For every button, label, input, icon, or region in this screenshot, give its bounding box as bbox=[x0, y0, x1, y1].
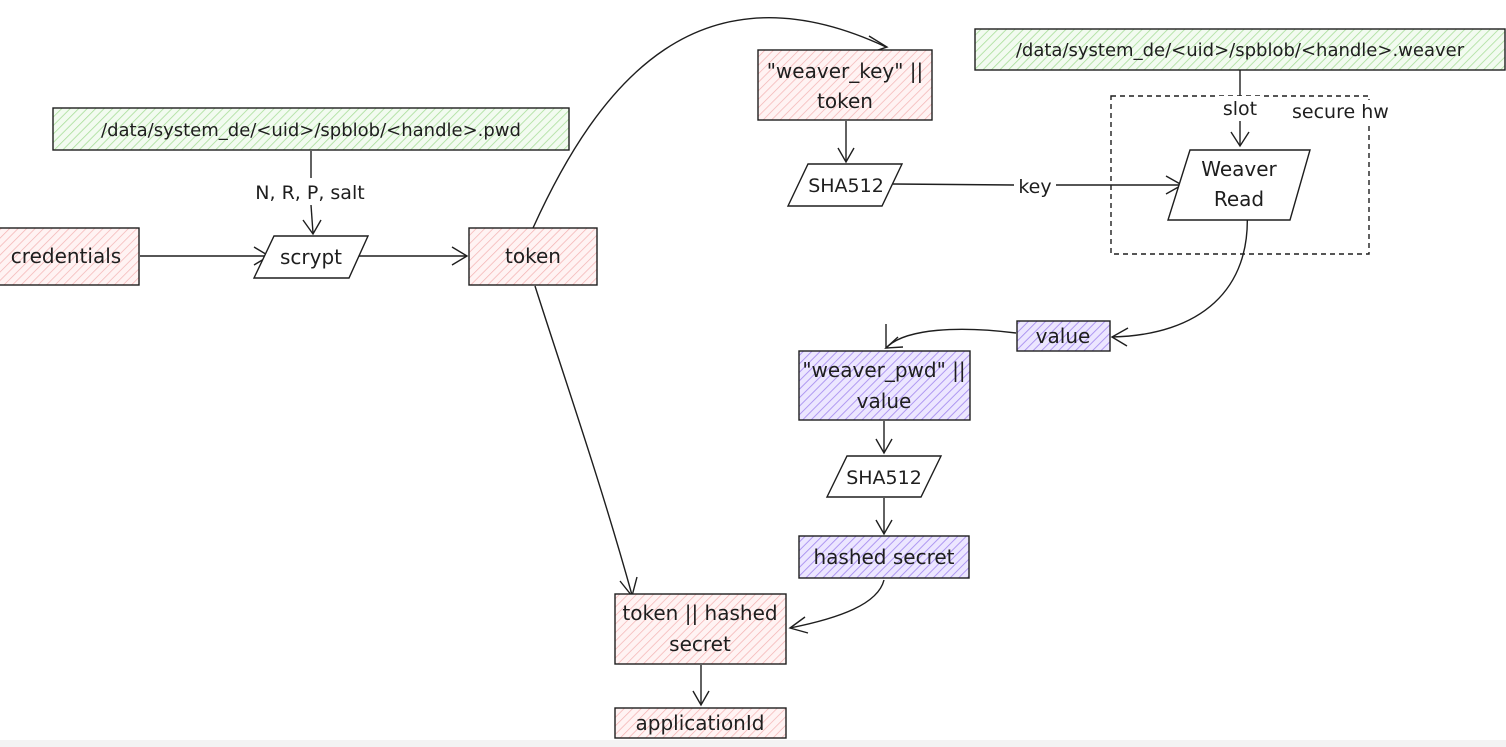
node-weaver-pwd[interactable]: "weaver_pwd" || value bbox=[798, 350, 971, 421]
node-weaver-read-line2: Read bbox=[1214, 187, 1264, 211]
node-value-box bbox=[1016, 320, 1111, 352]
node-value[interactable]: value bbox=[1016, 320, 1111, 352]
node-weaver-read-shape bbox=[1167, 149, 1311, 221]
node-weaver-key[interactable]: "weaver_key" || token bbox=[757, 49, 933, 121]
node-token[interactable]: token bbox=[468, 227, 598, 286]
node-pwd-file-label: /data/system_de/<uid>/spblob/<handle>.pw… bbox=[101, 120, 521, 141]
edge-scrypt-to-token-arrowhead bbox=[451, 246, 469, 266]
node-sha512-bottom[interactable]: SHA512 bbox=[825, 455, 943, 498]
edge-token-to-weaverkey bbox=[532, 17, 887, 229]
edge-weaverpwd-to-sha-arrowhead bbox=[875, 438, 893, 455]
edge-sha-to-weaverread-left bbox=[892, 183, 1015, 186]
edge-labels: N, R, P, salt key bbox=[245, 172, 1056, 204]
edge-token-to-combined-arrowhead bbox=[619, 576, 638, 598]
node-weaver-file-label: /data/system_de/<uid>/spblob/<handle>.we… bbox=[1016, 40, 1465, 61]
node-token-hashed-secret[interactable]: token || hashed secret bbox=[614, 593, 787, 665]
bottom-edge-strip bbox=[0, 740, 1506, 747]
node-sha512-bottom-shape bbox=[825, 455, 943, 498]
node-weaver-pwd-line1: "weaver_pwd" || bbox=[802, 358, 965, 382]
node-scrypt-label: scrypt bbox=[280, 245, 342, 269]
edge-weaverread-to-value bbox=[1111, 209, 1248, 338]
node-credentials-box bbox=[0, 227, 140, 286]
node-credentials[interactable]: credentials bbox=[0, 227, 140, 286]
edge-weaverkey-to-sha-arrowhead bbox=[837, 147, 855, 164]
edge-pwd-to-scrypt-lower bbox=[310, 204, 314, 234]
node-pwd-file[interactable]: /data/system_de/<uid>/spblob/<handle>.pw… bbox=[52, 107, 570, 151]
edge-weaverfile-to-weaverread-arrowhead bbox=[1230, 131, 1250, 148]
node-sha512-top[interactable]: SHA512 bbox=[786, 163, 904, 207]
node-sha512-top-shape bbox=[786, 163, 904, 207]
scrypt-params-label-bg bbox=[245, 178, 375, 204]
key-label-bg bbox=[1014, 172, 1056, 198]
node-weaver-read-line1: Weaver bbox=[1201, 157, 1277, 181]
node-weaver-key-line2: token bbox=[817, 89, 873, 113]
node-weaver-file-box bbox=[974, 28, 1506, 71]
edge-value-to-weaverpwd bbox=[885, 328, 1017, 349]
slot-label-bg bbox=[1218, 96, 1262, 121]
node-weaver-key-box bbox=[757, 49, 933, 121]
node-token-hashed-secret-line2: secret bbox=[669, 632, 731, 656]
node-weaver-file[interactable]: /data/system_de/<uid>/spblob/<handle>.we… bbox=[974, 28, 1506, 71]
node-token-hashed-secret-line1: token || hashed bbox=[622, 601, 777, 625]
edge-hashedsecret-to-combined bbox=[789, 579, 885, 629]
node-hashed-secret-box bbox=[798, 535, 970, 579]
node-application-id-box bbox=[614, 707, 787, 739]
node-weaver-key-line1: "weaver_key" || bbox=[767, 59, 924, 83]
node-application-id[interactable]: applicationId bbox=[614, 707, 787, 739]
edges bbox=[140, 17, 1250, 707]
secure-hw-label-bg bbox=[1288, 100, 1398, 124]
edge-sha-to-hashedsecret-arrowhead bbox=[875, 519, 893, 536]
edge-hashedsecret-to-combined-arrowhead bbox=[788, 616, 809, 634]
node-weaver-pwd-box bbox=[798, 350, 971, 421]
key-label: key bbox=[1018, 176, 1051, 198]
node-hashed-secret-label: hashed secret bbox=[813, 545, 954, 569]
node-token-hashed-secret-box bbox=[614, 593, 787, 665]
node-weaver-read[interactable]: Weaver Read bbox=[1167, 149, 1311, 221]
edge-value-to-weaverpwd-arrowhead bbox=[884, 336, 904, 349]
node-value-label: value bbox=[1036, 324, 1091, 348]
edge-weaverread-to-value-arrowhead bbox=[1110, 327, 1129, 347]
scrypt-params-label: N, R, P, salt bbox=[255, 182, 364, 204]
node-pwd-file-box bbox=[52, 107, 570, 151]
slot-label: slot bbox=[1223, 98, 1257, 120]
node-token-label: token bbox=[505, 244, 561, 268]
node-token-box bbox=[468, 227, 598, 286]
secure-hw-label: secure hw bbox=[1292, 101, 1389, 123]
edge-combined-to-applicationid-arrowhead bbox=[692, 690, 710, 707]
node-scrypt-shape bbox=[252, 235, 370, 279]
edge-pwd-to-scrypt-arrowhead bbox=[302, 219, 322, 236]
node-sha512-top-label: SHA512 bbox=[808, 175, 884, 197]
edge-token-to-combined bbox=[534, 285, 633, 596]
node-weaver-pwd-line2: value bbox=[857, 389, 912, 413]
node-credentials-label: credentials bbox=[11, 244, 121, 268]
node-sha512-bottom-label: SHA512 bbox=[846, 467, 922, 489]
secure-hw-container: slot secure hw bbox=[1110, 95, 1398, 255]
node-application-id-label: applicationId bbox=[636, 711, 765, 735]
node-hashed-secret[interactable]: hashed secret bbox=[798, 535, 970, 579]
node-scrypt[interactable]: scrypt bbox=[252, 235, 370, 279]
